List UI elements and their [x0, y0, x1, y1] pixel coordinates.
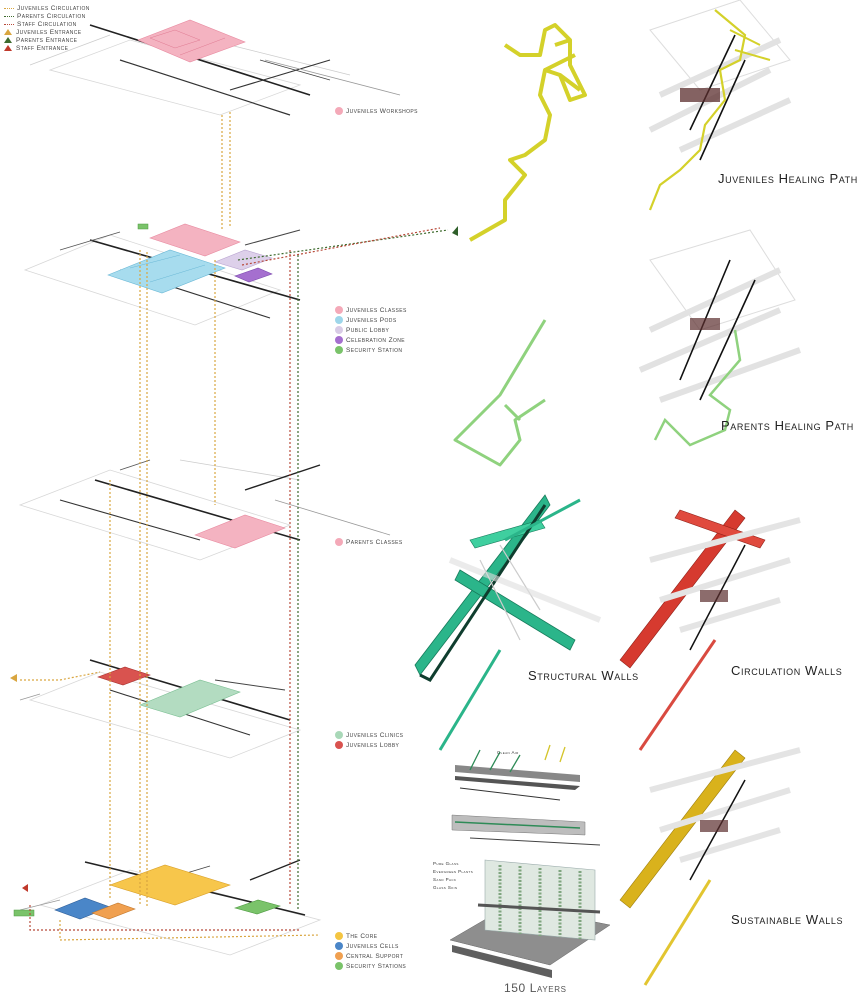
legend_clinics-item-0: Juveniles Clinics — [335, 730, 403, 740]
color-dot-icon — [335, 107, 343, 115]
security-block — [138, 224, 148, 229]
color-dot-icon — [335, 326, 343, 334]
level-classes — [25, 224, 300, 325]
level-ground — [14, 860, 320, 955]
legend_workshops-item-0: Juveniles Workshops — [335, 106, 418, 116]
legend-parents: Parents Classes — [335, 537, 403, 547]
legend-label: Staff Entrance — [16, 45, 68, 52]
clinics-block — [140, 680, 240, 717]
legend-label: The Core — [346, 933, 377, 940]
caption-circulation-walls: Circulation Walls — [731, 663, 842, 678]
lobby-block — [215, 250, 272, 270]
classes-block — [150, 224, 240, 256]
legend-label: Security Stations — [346, 963, 406, 970]
legend-label: Celebration Zone — [346, 337, 405, 344]
legend-label: Juveniles Pods — [346, 317, 397, 324]
color-dot-icon — [335, 336, 343, 344]
legend_level2-item-4: Security Station — [335, 345, 407, 355]
triangle-icon — [4, 29, 12, 35]
glass-label-4: Glass Skin — [433, 885, 457, 890]
legend-label: Juveniles Workshops — [346, 108, 418, 115]
caption-150-layers: 150 Layers — [504, 981, 567, 995]
section-detail — [452, 745, 600, 845]
legend-label: Juveniles Cells — [346, 943, 399, 950]
caption-parents-path: Parents Healing Path — [721, 418, 854, 433]
legend_ground-item-0: The Core — [335, 931, 406, 941]
workshops-block — [138, 20, 245, 62]
pods-block — [108, 250, 225, 293]
legend-label: Public Lobby — [346, 327, 389, 334]
color-dot-icon — [335, 306, 343, 314]
legend-label: Juveniles Circulation — [17, 5, 90, 12]
legend-label: Parents Entrance — [16, 37, 77, 44]
color-dot-icon — [335, 316, 343, 324]
parents-path-drawing — [455, 320, 545, 465]
legend-label: Parents Classes — [346, 539, 403, 546]
color-dot-icon — [335, 942, 343, 950]
triangle-icon — [4, 45, 12, 51]
station-block — [235, 900, 280, 914]
juveniles-path-drawing — [470, 25, 585, 240]
axo-view-4 — [620, 750, 800, 985]
legend-label: Juveniles Entrance — [16, 29, 82, 36]
legend-item-4: Parents Entrance — [4, 36, 90, 44]
celebration-block — [235, 268, 272, 282]
legend-label: Central Support — [346, 953, 403, 960]
glass-label-3: Sand Pack — [433, 877, 456, 882]
legend-label: Staff Circulation — [17, 21, 77, 28]
legend_level2-item-1: Juveniles Pods — [335, 315, 407, 325]
legend_level2-item-0: Juveniles Classes — [335, 305, 407, 315]
legend-label: Juveniles Lobby — [346, 742, 399, 749]
glass-label-1: Pure Glass — [433, 861, 459, 866]
caption-juveniles-path: Juveniles Healing Path — [718, 171, 858, 186]
structural-walls-drawing — [415, 495, 600, 750]
legend-label: Parents Circulation — [17, 13, 86, 20]
color-dot-icon — [335, 741, 343, 749]
legend-item-2: Staff Circulation — [4, 20, 90, 28]
legend-label: Security Station — [346, 347, 402, 354]
color-dot-icon — [335, 962, 343, 970]
level-clinics — [20, 660, 300, 758]
caption-structural-walls: Structural Walls — [528, 668, 639, 683]
legend_ground-item-1: Juveniles Cells — [335, 941, 406, 951]
legend_level2-item-2: Public Lobby — [335, 325, 407, 335]
axo-view-3 — [620, 510, 800, 750]
legend-item-1: Parents Circulation — [4, 12, 90, 20]
dotted-line-icon — [4, 16, 14, 17]
legend_level2-item-3: Celebration Zone — [335, 335, 407, 345]
axo-view-2 — [640, 230, 800, 445]
legend_ground-item-2: Central Support — [335, 951, 406, 961]
legend_parents-item-0: Parents Classes — [335, 537, 403, 547]
juveniles-lobby-block — [98, 667, 150, 685]
legend-label: Juveniles Classes — [346, 307, 407, 314]
color-dot-icon — [335, 952, 343, 960]
legend-item-3: Juveniles Entrance — [4, 28, 90, 36]
parents-classes-block — [195, 515, 285, 548]
legend_ground-item-3: Security Stations — [335, 961, 406, 971]
legend-item-0: Juveniles Circulation — [4, 4, 90, 12]
section-label-clean-air: Clean Air — [497, 750, 519, 755]
legend-item-5: Staff Entrance — [4, 44, 90, 52]
dotted-line-icon — [4, 8, 14, 9]
glass-wall-render — [450, 860, 610, 978]
color-dot-icon — [335, 731, 343, 739]
legend-workshops: Juveniles Workshops — [335, 106, 418, 116]
dotted-line-icon — [4, 24, 14, 25]
color-dot-icon — [335, 932, 343, 940]
color-dot-icon — [335, 538, 343, 546]
triangle-icon — [4, 37, 12, 43]
legend-label: Juveniles Clinics — [346, 732, 403, 739]
color-dot-icon — [335, 346, 343, 354]
glass-label-2: Evergreen Plants — [433, 869, 473, 874]
legend_clinics-item-1: Juveniles Lobby — [335, 740, 403, 750]
caption-sustainable-walls: Sustainable Walls — [731, 912, 843, 927]
